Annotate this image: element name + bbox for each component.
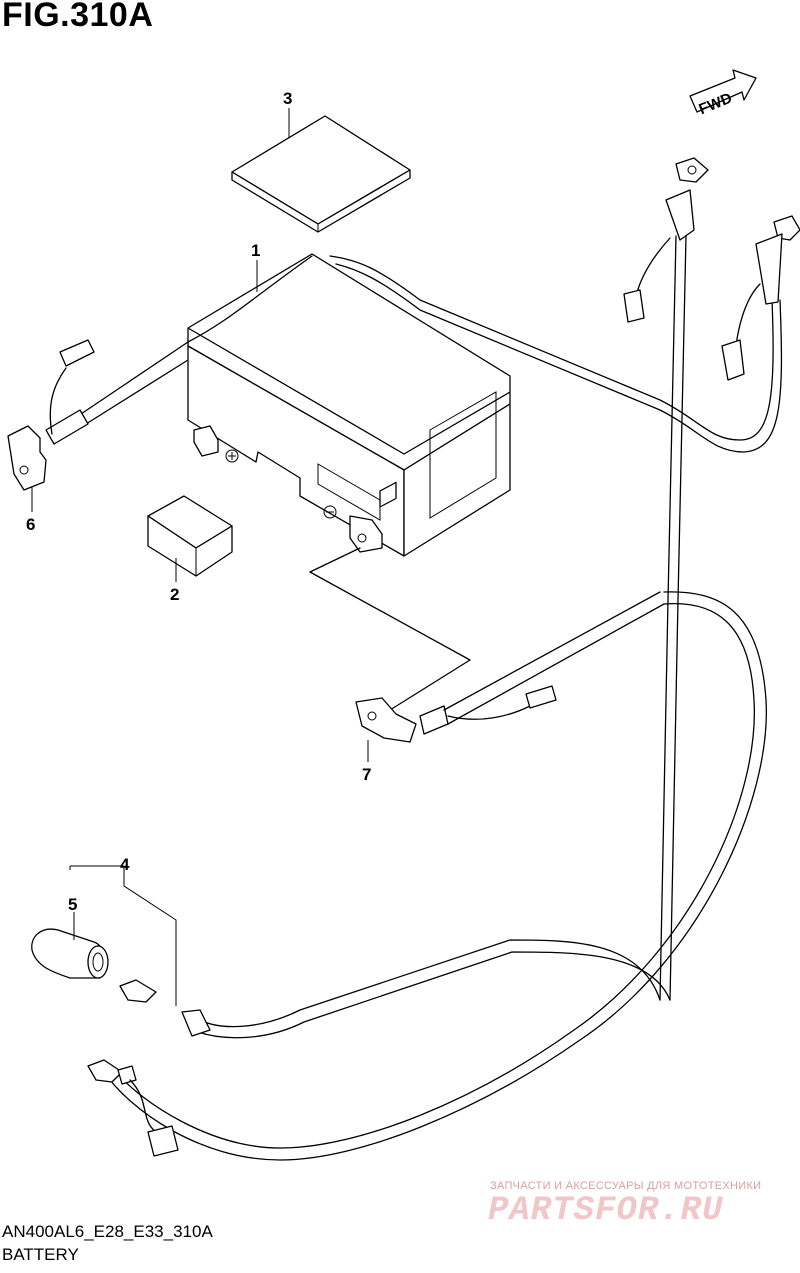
watermark-brand: PARTSFOR.RU [488, 1192, 724, 1230]
figure-caption: BATTERY [2, 1245, 79, 1264]
watermark-tagline: ЗАПЧАСТИ И АКСЕССУАРЫ ДЛЯ МОТОТЕХНИКИ [490, 1180, 762, 1192]
callout-4: 4 [120, 855, 130, 874]
battery[interactable] [187, 253, 511, 557]
figure-code: AN400AL6_E28_E33_310A [2, 1222, 213, 1241]
battery-cable[interactable] [119, 979, 211, 1037]
leader-4 [70, 865, 177, 1006]
fwd-arrow-icon: FWD [689, 69, 757, 118]
ground-lead-upper[interactable] [623, 157, 709, 1001]
battery-lead-positive[interactable] [309, 547, 665, 743]
terminal-cover[interactable] [31, 928, 109, 979]
battery-spacer[interactable] [147, 495, 233, 577]
callout-1: 1 [251, 241, 260, 260]
callout-7: 7 [362, 765, 371, 784]
callout-5: 5 [68, 895, 77, 914]
callout-3: 3 [283, 89, 292, 108]
callout-6: 6 [26, 515, 35, 534]
starter-cable[interactable] [87, 591, 767, 1161]
battery-pad[interactable] [231, 115, 411, 233]
callout-2: 2 [170, 585, 179, 604]
ground-lead-right[interactable] [721, 215, 800, 381]
figure-title: FIG.310A [2, 0, 154, 34]
battery-lead-negative[interactable] [7, 255, 783, 491]
